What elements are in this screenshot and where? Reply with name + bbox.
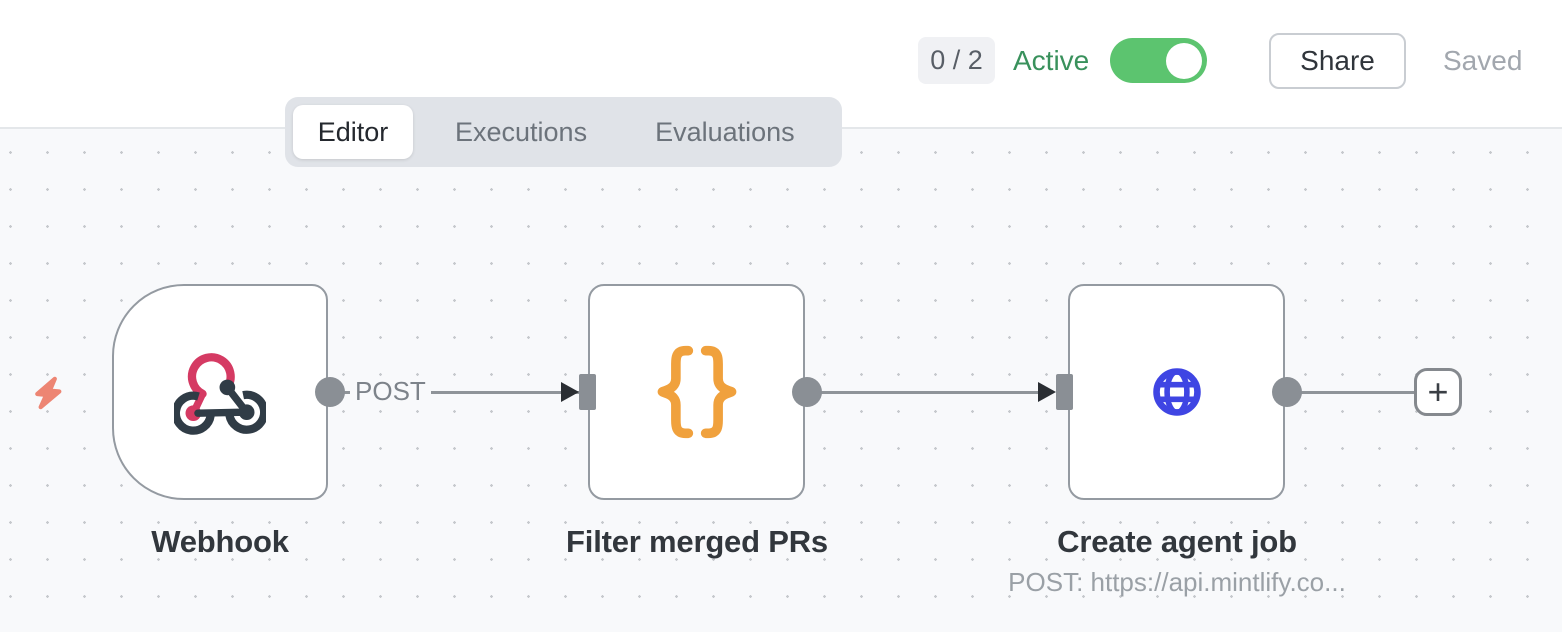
node-create-agent-job[interactable] (1068, 284, 1285, 500)
http-input-port[interactable] (1056, 374, 1073, 410)
filter-input-port[interactable] (579, 374, 596, 410)
toggle-knob (1166, 42, 1202, 79)
node-label-filter: Filter merged PRs (566, 524, 828, 559)
connection-filter-http[interactable] (821, 390, 1041, 394)
node-label-create-agent-job: Create agent job (1057, 524, 1297, 559)
tab-editor[interactable]: Editor (293, 105, 413, 159)
webhook-output-port[interactable] (315, 377, 345, 407)
save-status-label: Saved (1443, 44, 1523, 76)
trigger-bolt-icon (35, 376, 62, 410)
execution-counter-badge: 0 / 2 (918, 37, 995, 84)
plus-icon: + (1427, 371, 1449, 412)
http-output-port[interactable] (1272, 377, 1302, 407)
node-label-webhook: Webhook (151, 524, 289, 559)
tab-evaluations[interactable]: Evaluations (655, 116, 795, 147)
workflow-canvas[interactable]: POST (0, 129, 1562, 632)
code-braces-icon (657, 345, 736, 439)
node-subtitle-http-request: POST: https://api.mintlify.co... (1008, 567, 1346, 597)
connection-arrowhead-icon (1038, 382, 1056, 402)
tab-executions[interactable]: Executions (455, 116, 588, 147)
globe-icon (1152, 368, 1201, 416)
connection-webhook-filter[interactable] (344, 390, 579, 394)
active-toggle-switch[interactable] (1110, 38, 1207, 83)
connection-http-add[interactable] (1301, 390, 1414, 394)
connection-method-label: POST (350, 376, 431, 407)
share-button[interactable]: Share (1269, 33, 1406, 89)
connection-arrowhead-icon (561, 382, 579, 402)
add-node-button[interactable]: + (1414, 368, 1462, 416)
node-filter-merged-prs[interactable] (588, 284, 805, 500)
view-tabbar: Editor Executions Evaluations (285, 97, 842, 167)
webhook-icon (174, 353, 266, 435)
node-webhook[interactable] (112, 284, 328, 500)
filter-output-port[interactable] (792, 377, 822, 407)
active-toggle-label: Active (1013, 44, 1090, 76)
